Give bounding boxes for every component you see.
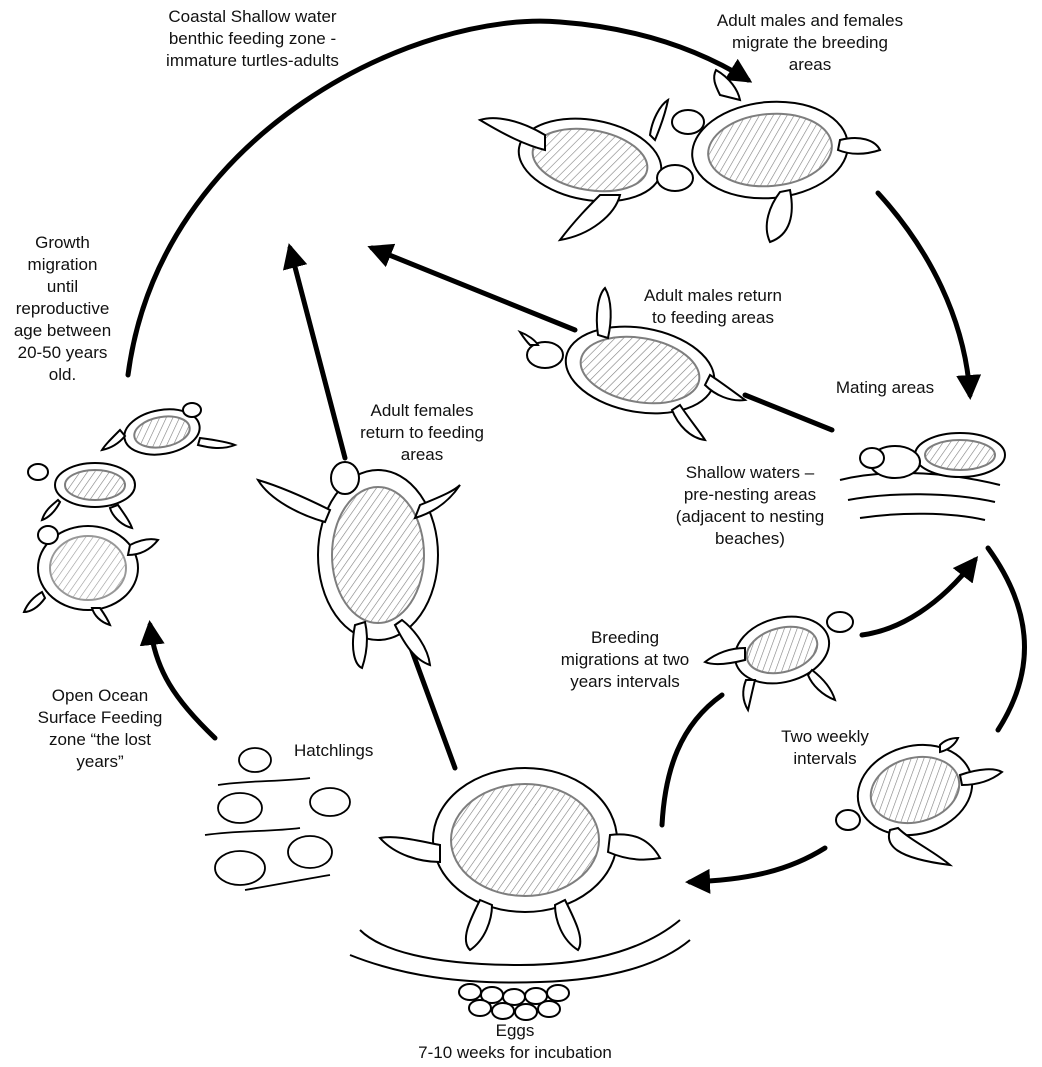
arrow-males-return-line bbox=[745, 395, 832, 430]
arrow-males-return-up bbox=[372, 248, 575, 330]
arrow-mating-to-nesting-beach bbox=[988, 548, 1025, 730]
label-two-weekly-intervals: Two weekly intervals bbox=[760, 726, 890, 770]
label-adults-migrate: Adult males and females migrate the bree… bbox=[690, 10, 930, 76]
adult-pair-turtles-icon bbox=[480, 70, 880, 242]
breeding-turtle-icon bbox=[705, 607, 853, 710]
hatchling-turtles-icon bbox=[205, 748, 350, 890]
label-coastal-feeding-zone: Coastal Shallow water benthic feeding zo… bbox=[145, 6, 360, 72]
label-adult-males-return: Adult males return to feeding areas bbox=[628, 285, 798, 329]
arrow-breeding-migration-up bbox=[662, 695, 722, 825]
arrow-females-return-up bbox=[290, 248, 345, 458]
adult-female-turtle-icon bbox=[258, 462, 460, 668]
egg-clutch-icon bbox=[459, 984, 569, 1020]
arrow-breeding-to-shallow bbox=[862, 560, 975, 635]
nesting-turtle-icon bbox=[350, 768, 690, 1020]
label-growth-migration: Growth migration until reproductive age … bbox=[0, 232, 125, 386]
label-hatchlings: Hatchlings bbox=[294, 740, 404, 762]
label-breeding-migrations: Breeding migrations at two years interva… bbox=[540, 627, 710, 693]
label-eggs-incubation: Eggs 7-10 weeks for incubation bbox=[380, 1020, 650, 1064]
label-open-ocean: Open Ocean Surface Feeding zone “the los… bbox=[20, 685, 180, 773]
label-adult-females-return: Adult females return to feeding areas bbox=[352, 400, 492, 466]
label-mating-areas: Mating areas bbox=[805, 377, 965, 399]
arrow-two-weekly-to-eggs bbox=[690, 848, 825, 882]
arrow-females-return-line bbox=[408, 640, 455, 768]
arrow-to-mating-areas bbox=[878, 193, 970, 395]
label-shallow-waters: Shallow waters – pre-nesting areas (adja… bbox=[655, 462, 845, 550]
mating-pair-turtles-icon bbox=[840, 433, 1005, 520]
juvenile-turtles-icon bbox=[24, 403, 235, 625]
